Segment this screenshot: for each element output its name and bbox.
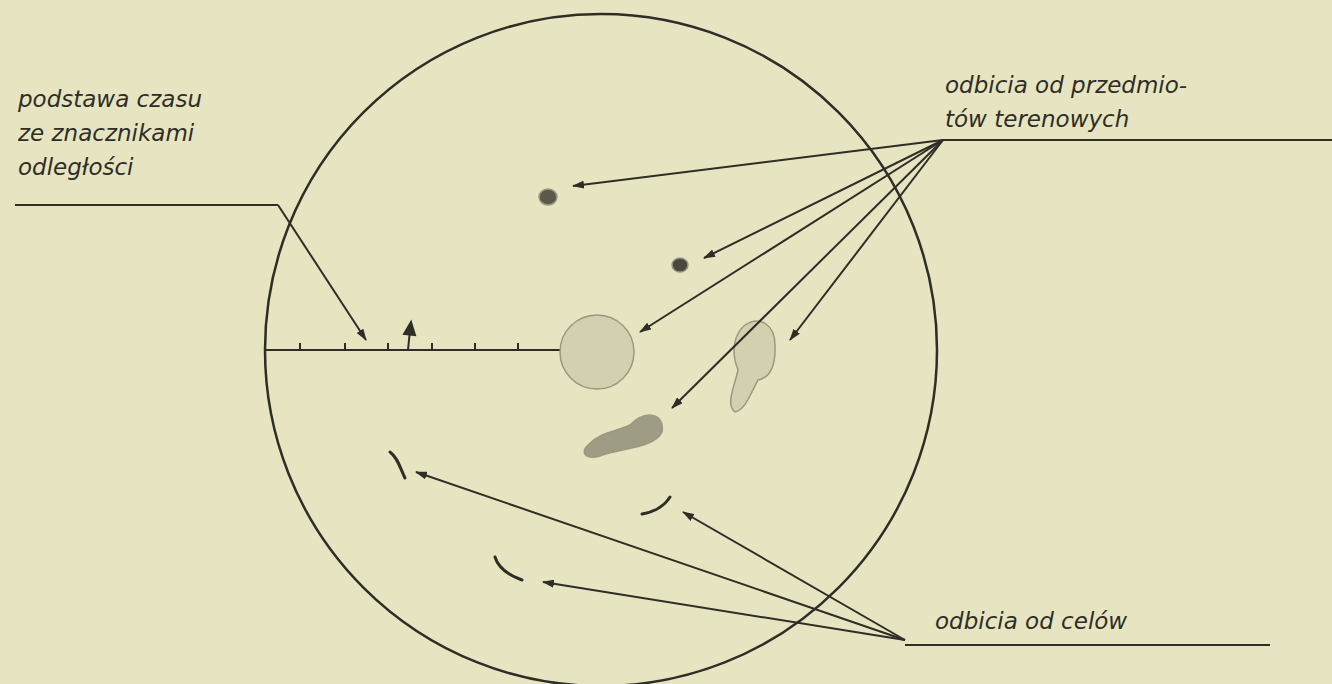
terrain-echo-label: odbicia od przedmio- tów terenowych	[945, 68, 1215, 136]
time-base-label: podstawa czasu ze znacznikami odległości	[18, 82, 228, 184]
leader-lines	[15, 140, 1332, 645]
terrain-echoes	[539, 189, 775, 457]
scope-screen	[265, 14, 937, 684]
time-base	[266, 322, 560, 350]
target-echoes	[390, 452, 670, 580]
target-echo-label: odbicia od celów	[935, 604, 1275, 638]
